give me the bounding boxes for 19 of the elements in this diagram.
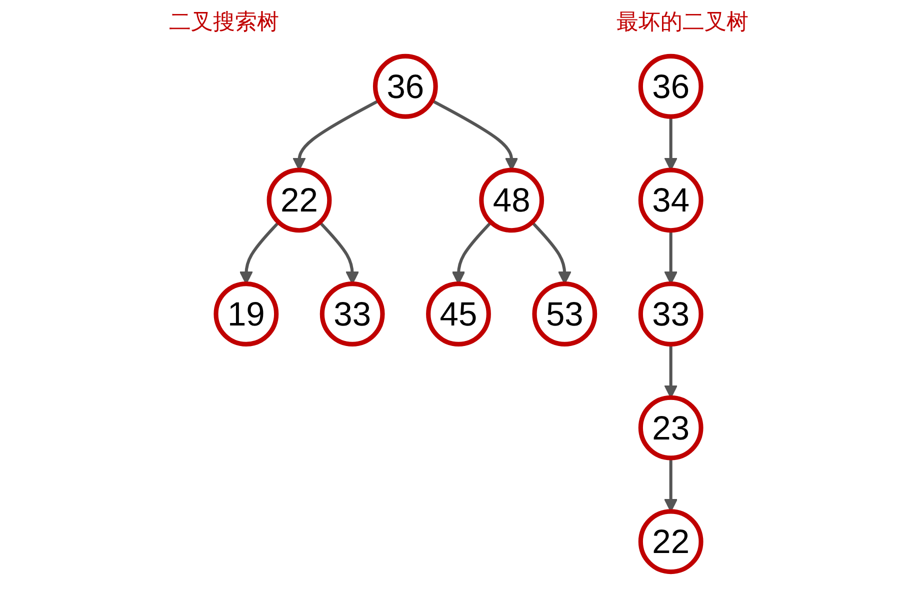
node-circle: 22 <box>638 509 704 574</box>
node-circle: 45 <box>426 282 491 346</box>
node-circle: 48 <box>479 168 544 233</box>
node-circle: 36 <box>372 54 438 119</box>
arrow <box>664 230 678 284</box>
arrow <box>531 221 572 284</box>
node-circle: 22 <box>266 168 332 233</box>
node-circle: 19 <box>214 282 279 346</box>
tree-title: 最坏的二叉树 <box>616 8 748 36</box>
arrow <box>452 221 492 284</box>
arrow <box>318 221 360 284</box>
arrow <box>239 221 280 284</box>
node-circle: 33 <box>638 282 704 346</box>
node-circle: 36 <box>638 54 704 119</box>
node-circle: 53 <box>532 282 598 346</box>
node-circle: 33 <box>320 282 385 346</box>
node-circle: 34 <box>638 168 704 233</box>
node-circle: 23 <box>638 395 704 460</box>
tree-title: 二叉搜索树 <box>168 8 279 36</box>
